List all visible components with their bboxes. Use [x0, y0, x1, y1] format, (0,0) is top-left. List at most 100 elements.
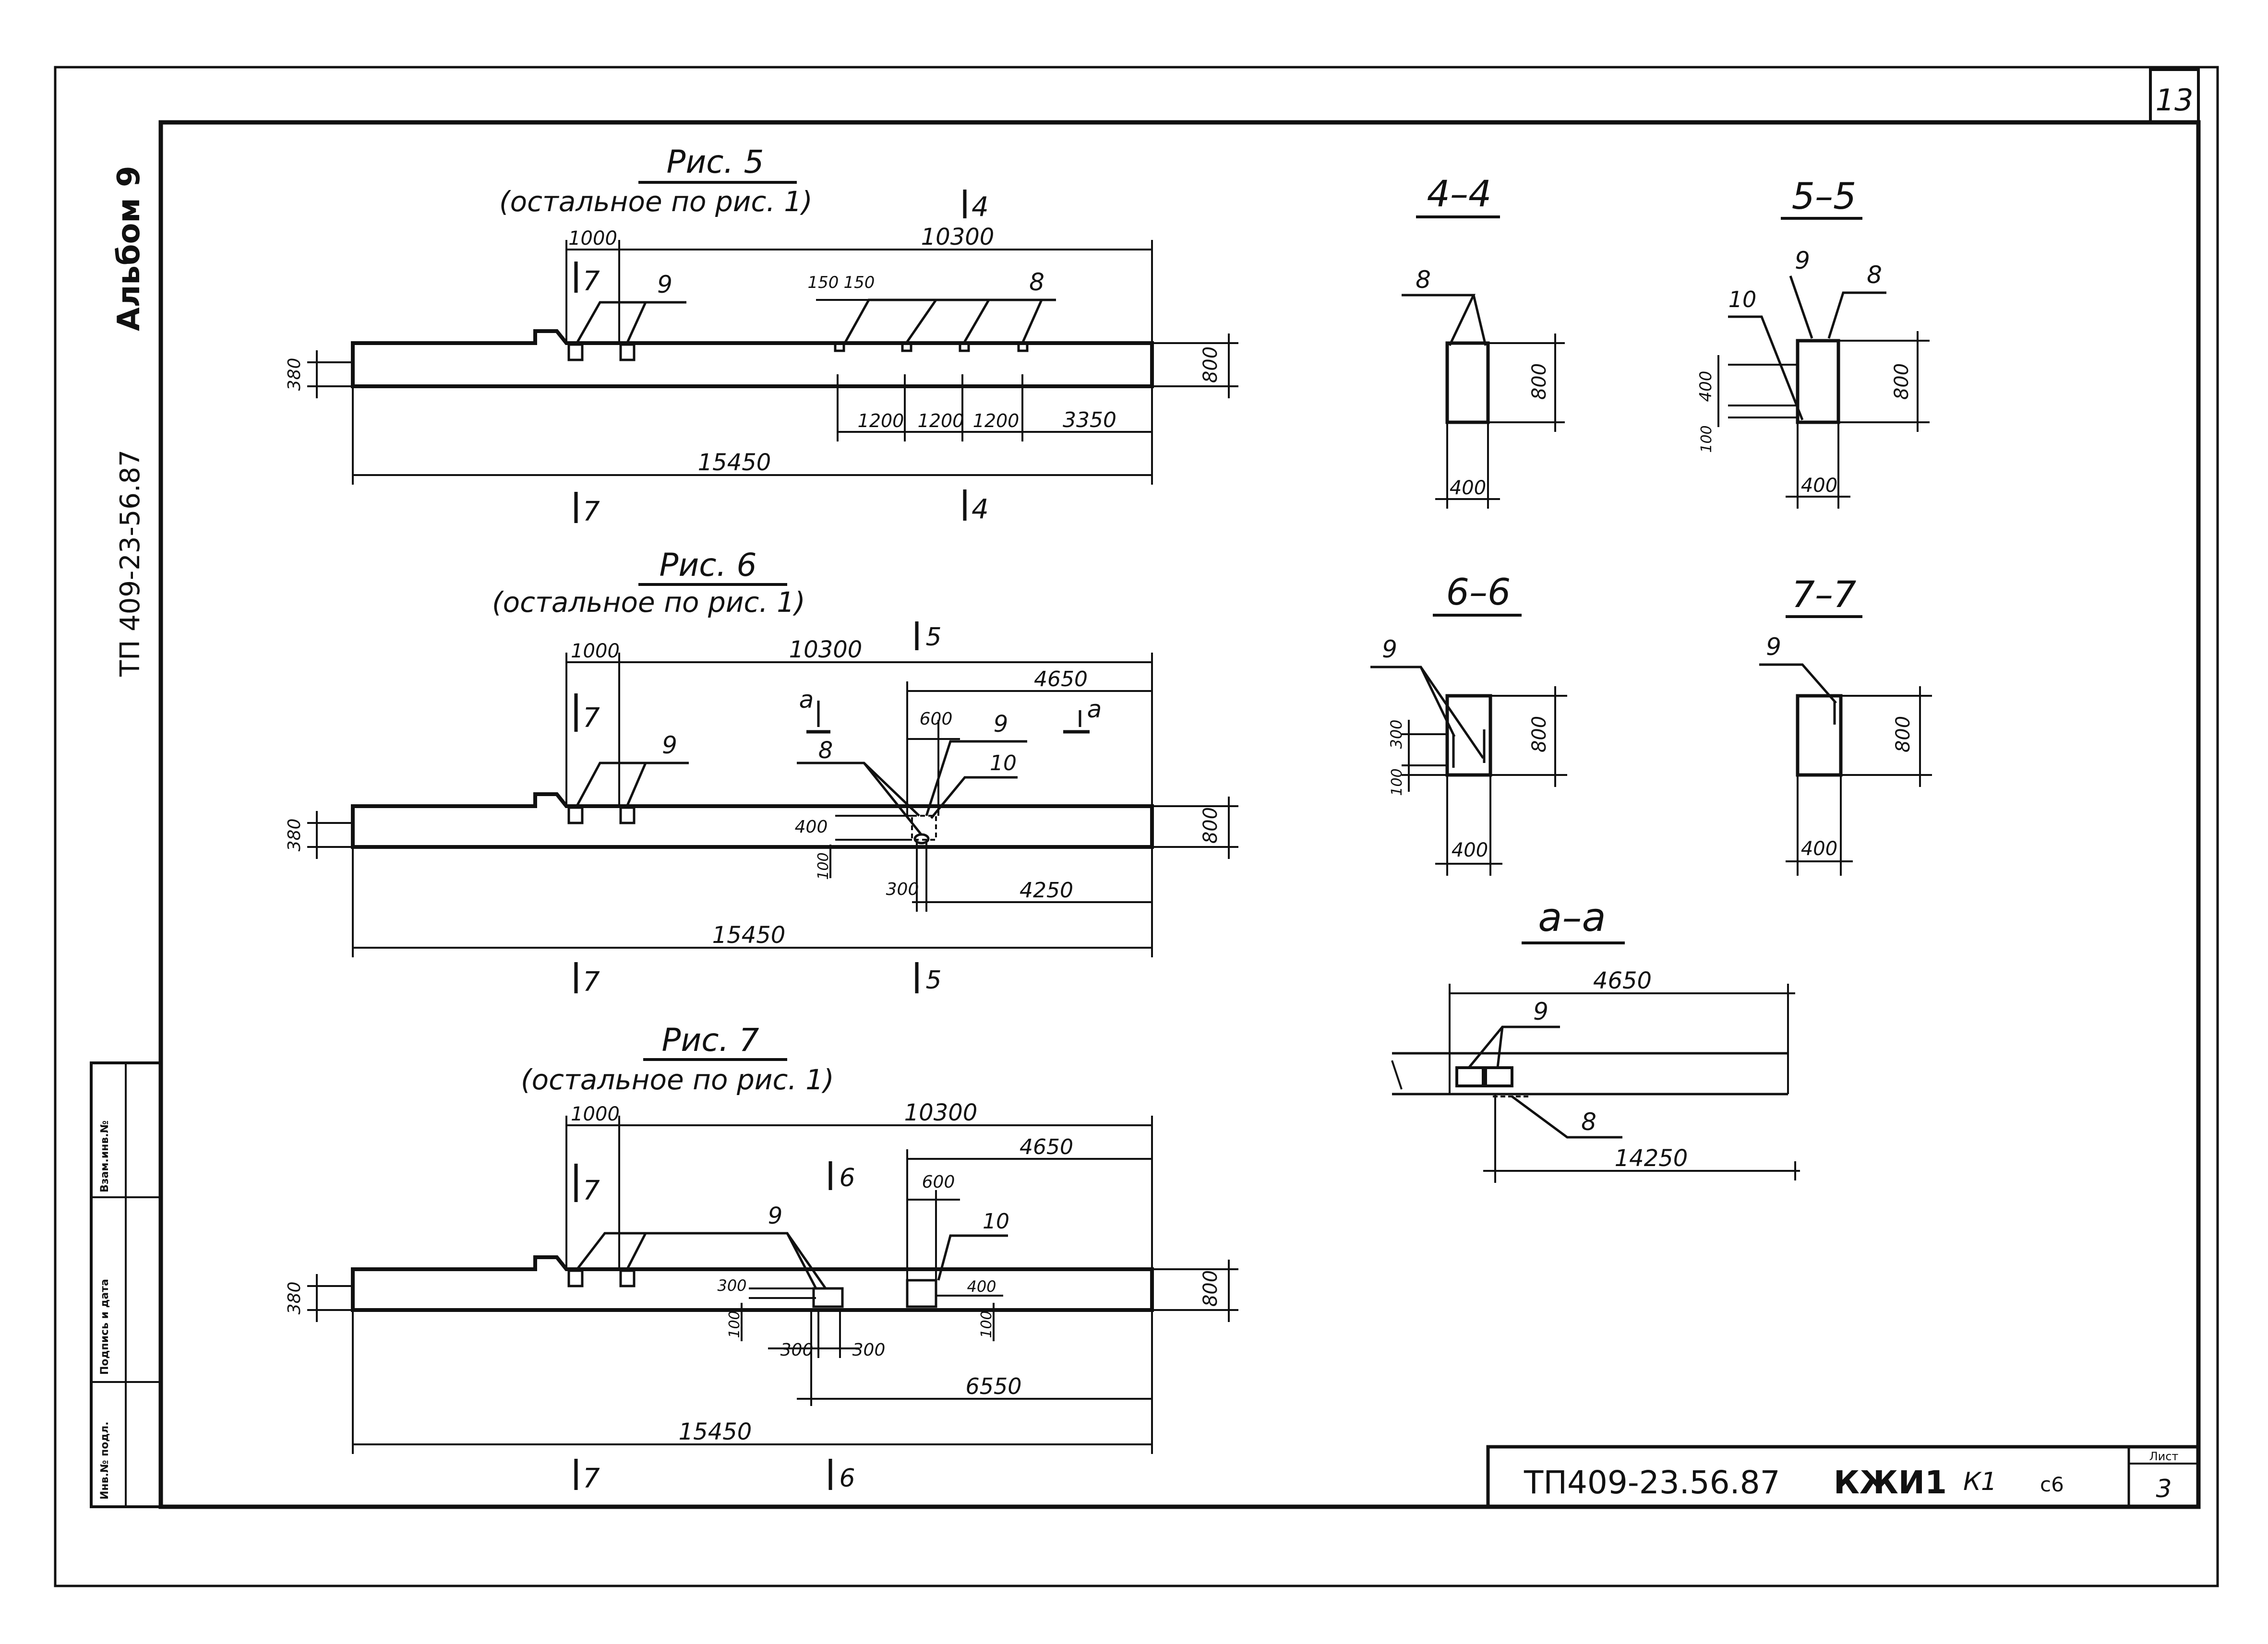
fig5-title: Рис. 5	[667, 143, 764, 180]
fig6-dim-total: 15450	[712, 922, 786, 949]
fig5-note: (остальное по рис. 1)	[499, 185, 813, 218]
fig6-note: (остальное по рис. 1)	[492, 586, 805, 619]
aa-title: а–а	[1538, 895, 1606, 941]
fig6-pos-8: 8	[818, 737, 833, 764]
s66-pos: 9	[1382, 635, 1397, 663]
album-label: Альбом 9	[111, 166, 147, 331]
aa-pos8: 8	[1581, 1108, 1596, 1136]
s55-pos10: 10	[1728, 286, 1757, 312]
fig6-dim-4250: 4250	[1020, 878, 1073, 903]
fig7-dim-total: 15450	[679, 1418, 752, 1445]
stamp-col-sign: Подпись и дата	[99, 1279, 111, 1375]
fig5-embed-f	[1017, 342, 1029, 352]
page-number: 13	[2156, 83, 2194, 118]
fig6-section-5-top-label: 5	[925, 623, 941, 652]
fig7-dim-top: 10300	[904, 1099, 978, 1126]
aa-embed-b	[1484, 1066, 1513, 1087]
fig7-note: (остальное по рис. 1)	[521, 1063, 834, 1096]
fig5-dim-1200b: 1200	[918, 410, 964, 431]
sheet-label: Лист	[2149, 1450, 2179, 1463]
s44-rect	[1445, 341, 1490, 424]
fig5-dim-left: 1000	[568, 227, 617, 250]
aa-embed-a	[1455, 1066, 1485, 1087]
figure-6: Рис. 6 (остальное по рис. 1) 10300 1000 …	[285, 547, 1238, 998]
s77-h: 800	[1892, 716, 1914, 752]
fig6-section-7-top-label: 7	[583, 703, 600, 734]
fig6-cut-a-right: а	[1087, 695, 1102, 723]
section-7-7: 7–7 9 800 400	[1759, 573, 1932, 876]
fig7-embed-b	[619, 1269, 636, 1287]
fig5-section-4-top-label: 4	[972, 191, 989, 223]
title-k: К1	[1963, 1467, 1997, 1496]
s55-title: 5–5	[1792, 175, 1857, 217]
fig5-embed-e	[959, 342, 970, 352]
fig7-embed-d	[906, 1279, 937, 1308]
fig6-dim-100: 100	[815, 852, 832, 880]
fig5-pos-9: 9	[657, 271, 672, 298]
s77-w: 400	[1801, 838, 1837, 860]
fig6-pos-10: 10	[990, 751, 1017, 775]
s55-rect	[1796, 339, 1840, 424]
s66-300: 300	[1387, 719, 1405, 749]
fig5-dim-150b: 150	[844, 273, 875, 292]
fig6-beam-outline	[351, 792, 1154, 849]
stamp-col-inv: Инв.№ подл.	[99, 1421, 111, 1500]
fig7-dim-4650: 4650	[1020, 1135, 1073, 1159]
side-document-code: ТП 409-23-56.87	[115, 450, 146, 677]
fig5-embed-d	[901, 342, 912, 352]
fig7-embed-a	[567, 1269, 584, 1287]
approval-stamp: Инв.№ подл. Подпись и дата Взам.инв.№	[90, 1061, 162, 1508]
fig5-dim-total: 15450	[698, 449, 771, 476]
fig6-dim-h-left: 380	[285, 819, 304, 852]
fig7-title: Рис. 7	[662, 1022, 759, 1059]
s44-title: 4–4	[1427, 172, 1492, 215]
aa-dim2: 14250	[1615, 1145, 1688, 1172]
section-4-4: 4–4 8 800 400	[1402, 172, 1565, 509]
title-code: ТП409-23.56.87	[1524, 1464, 1780, 1501]
fig7-section-7-top-label: 7	[583, 1175, 600, 1206]
s77-rect	[1796, 694, 1843, 777]
s55-w: 400	[1801, 475, 1837, 497]
title-block: ТП409-23.56.87 КЖИ1 К1 с6 Лист 3	[1486, 1445, 2200, 1509]
s44-pos: 8	[1416, 266, 1431, 294]
fig7-dim-h-right: 800	[1200, 1270, 1222, 1307]
fig7-dim-600: 600	[922, 1172, 955, 1192]
fig6-embed-a	[567, 806, 584, 824]
fig5-beam-outline	[351, 329, 1154, 388]
fig7-dim-100b: 100	[978, 1310, 995, 1338]
fig6-pos-9b: 9	[994, 711, 1008, 738]
sheet-number: 3	[2156, 1475, 2172, 1503]
fig7-dim-400: 400	[967, 1277, 996, 1296]
fig5-dim-150a: 150	[808, 273, 839, 292]
fig7-dim-300a: 300	[717, 1276, 746, 1295]
page-number-box	[2149, 68, 2200, 124]
fig6-embed-b	[619, 806, 636, 824]
section-a-a: а–а 4650 9 8 14250	[1391, 895, 1800, 1183]
fig7-dim-h-left: 380	[285, 1282, 304, 1315]
fig6-dim-left: 1000	[571, 640, 620, 662]
fig6-section-5-bottom-label: 5	[925, 966, 941, 995]
fig7-dim-6550: 6550	[965, 1373, 1021, 1399]
fig7-dim-300b: 300	[780, 1340, 814, 1360]
fig5-embed-a	[567, 343, 584, 361]
fig5-dim-h-left: 380	[285, 358, 304, 391]
fig5-embed-c	[834, 342, 845, 352]
fig6-pos-9a: 9	[662, 731, 677, 759]
fig5-section-7-bottom-label: 7	[583, 496, 600, 527]
fig6-dim-h-right: 800	[1200, 807, 1222, 844]
aa-dim: 4650	[1593, 967, 1652, 994]
fig5-dim-top: 10300	[921, 224, 995, 250]
s44-h: 800	[1528, 363, 1550, 400]
s55-400: 400	[1696, 371, 1716, 402]
fig6-dim-600: 600	[920, 709, 953, 729]
s44-w: 400	[1450, 477, 1486, 499]
fig5-section-7-top-label: 7	[583, 266, 600, 297]
s77-title: 7–7	[1792, 573, 1857, 616]
s55-pos8: 8	[1867, 261, 1882, 289]
s66-w: 400	[1452, 839, 1488, 861]
fig5-dim-1200c: 1200	[973, 410, 1020, 431]
title-sheet-mark: с6	[2040, 1473, 2064, 1496]
fig6-title: Рис. 6	[660, 547, 757, 584]
s66-h: 800	[1528, 716, 1550, 752]
